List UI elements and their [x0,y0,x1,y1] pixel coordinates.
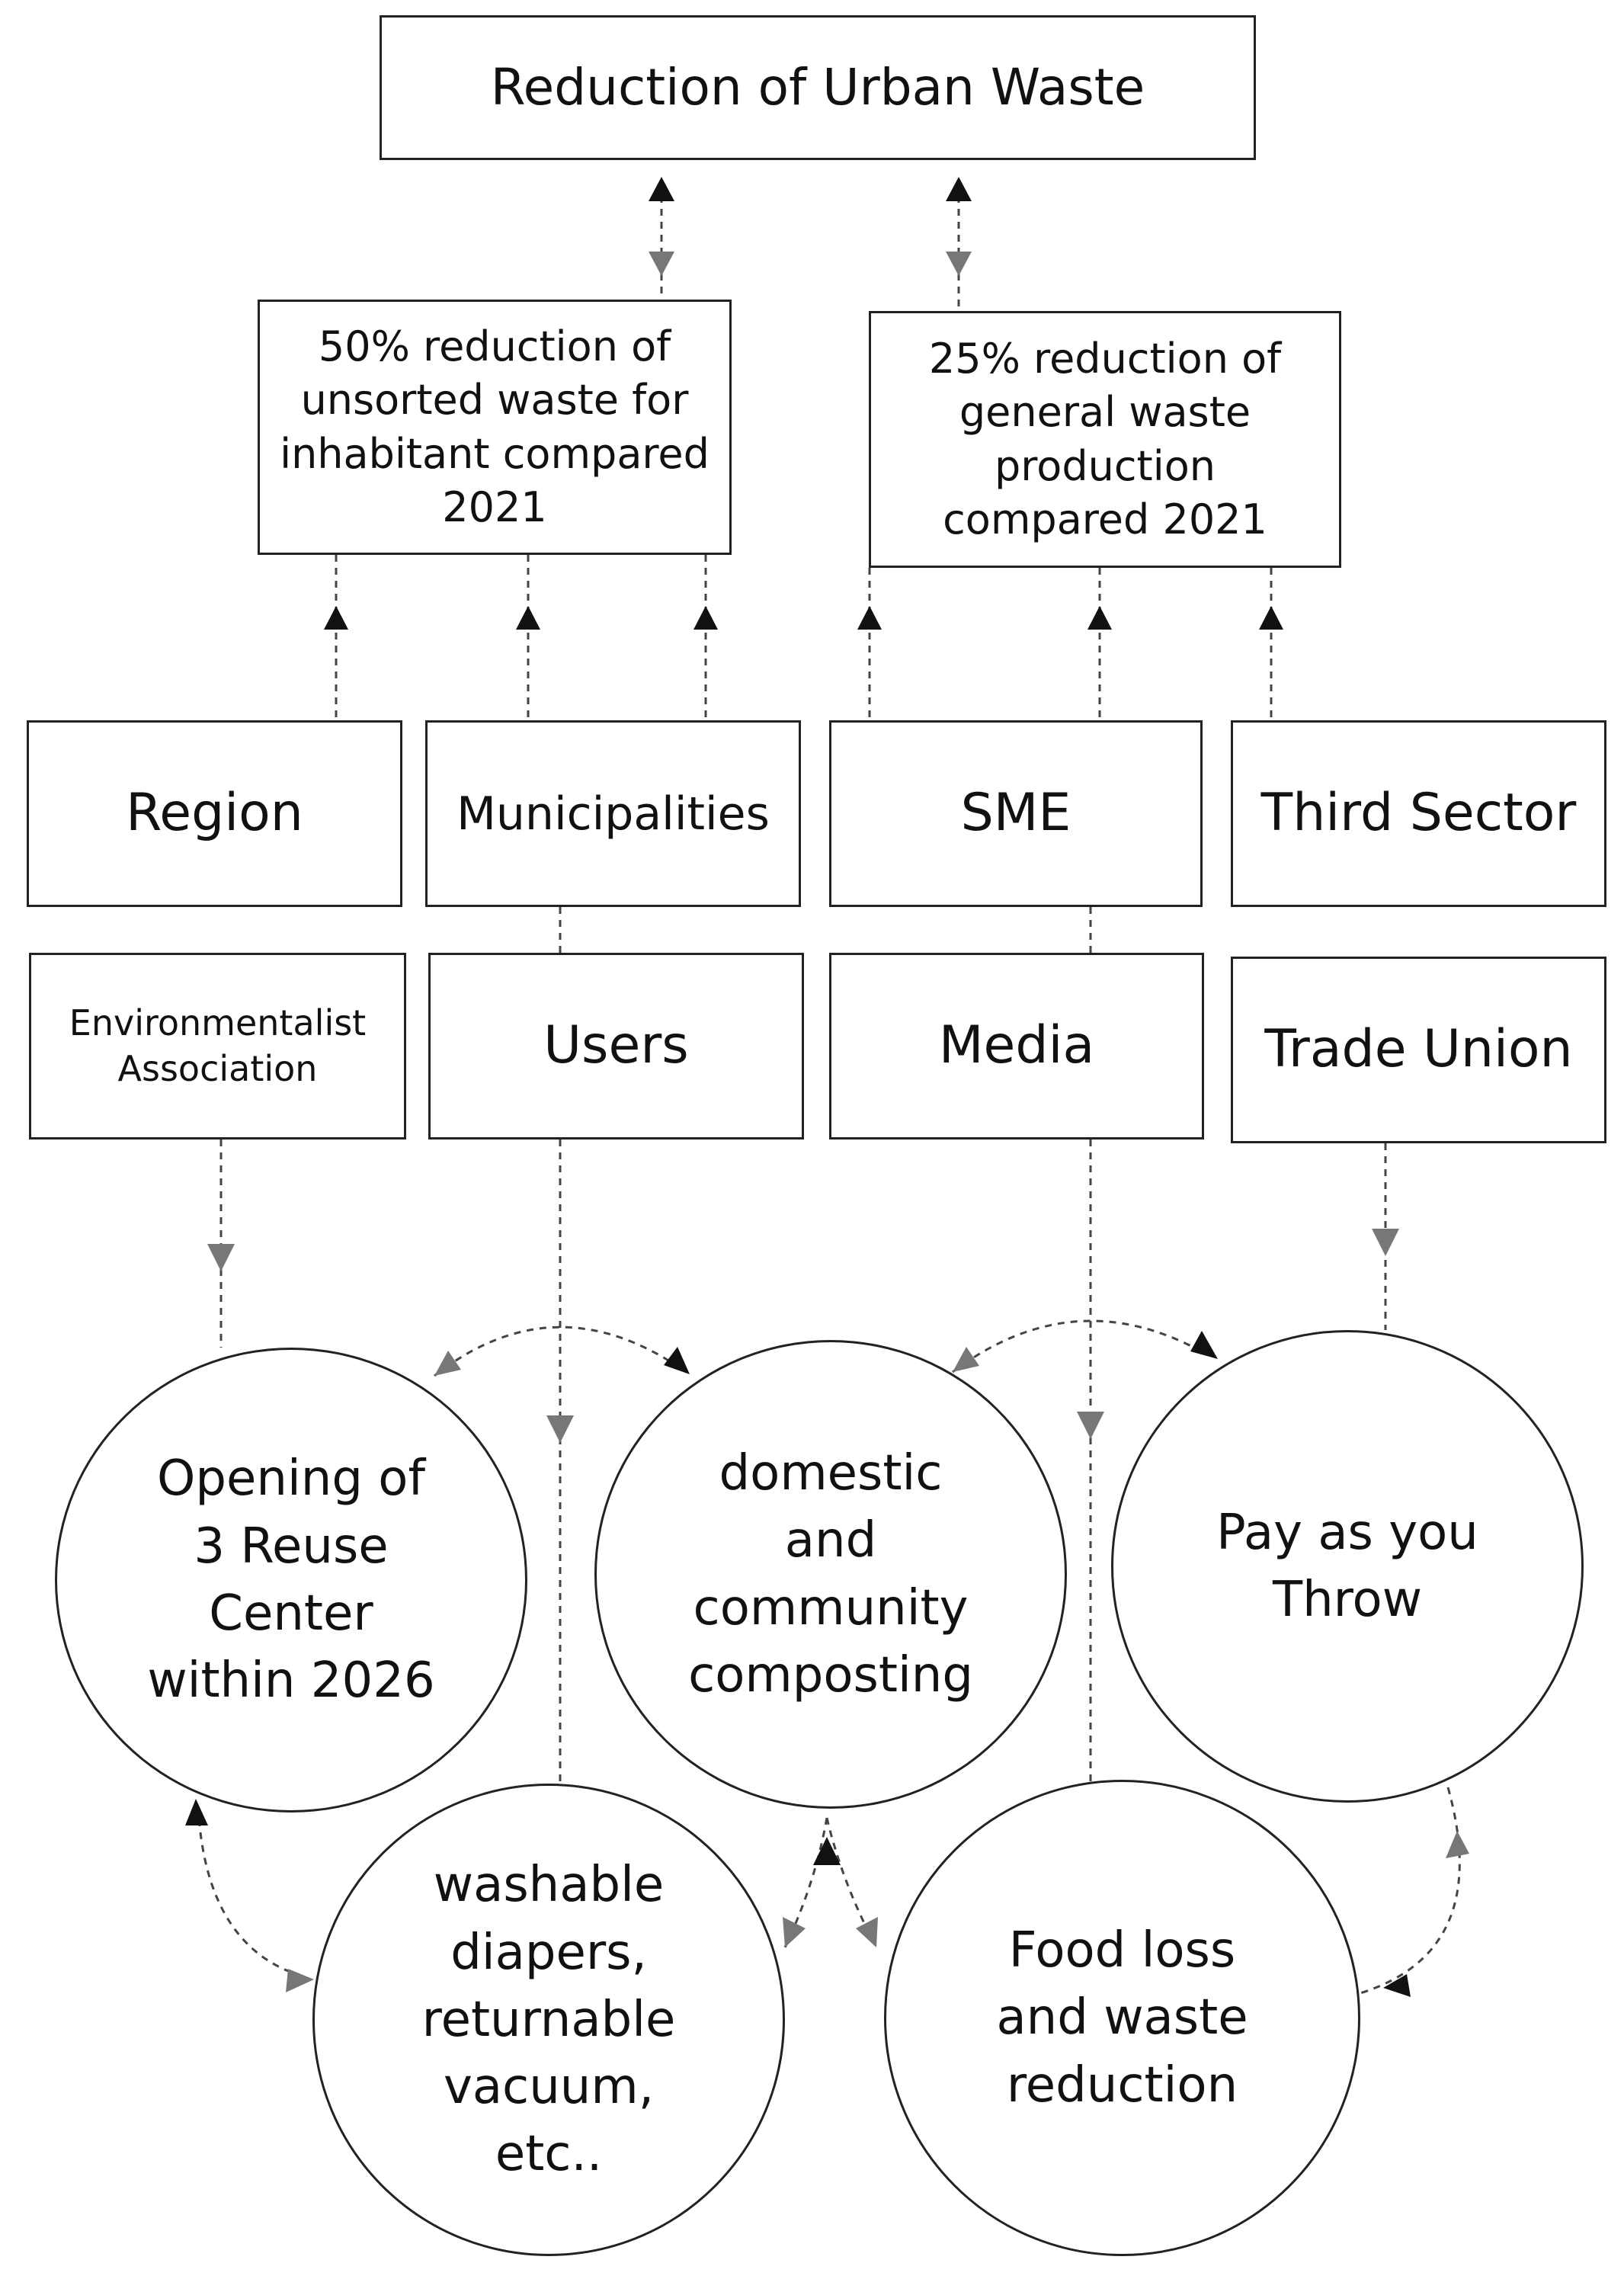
arrow-gray [286,1969,314,1992]
action-label: Pay as you Throw [1216,1504,1478,1628]
actor-label: Region [126,783,303,844]
action-circle-washable-diapers: washable diapers, returnable vacuum, etc… [312,1784,785,2256]
action-circle-food-loss: Food loss and waste reduction [884,1780,1360,2256]
actor-box-third-sector: Third Sector [1231,720,1606,907]
arrow-up-black [946,177,972,201]
actor-label: Users [543,1015,689,1076]
arrow-up-black [1087,606,1112,630]
arrow-down-gray [1372,1229,1399,1256]
arrow-black [664,1347,690,1374]
arrow-up-black [324,606,348,630]
arrow-up-black [1259,606,1283,630]
arrow-up-black [857,606,882,630]
arrowheads [185,177,1469,1997]
arrow-gray [1446,1831,1469,1858]
action-circle-composting: domestic and community composting [594,1340,1067,1809]
arrow-gray [434,1351,461,1376]
actor-box-region: Region [27,720,402,907]
target-box-general-waste: 25% reduction of general waste productio… [869,311,1341,568]
target-label: 50% reduction of unsorted waste for inha… [280,322,709,531]
action-circle-pay-as-you-throw: Pay as you Throw [1111,1330,1584,1803]
goal-box: Reduction of Urban Waste [380,15,1256,160]
arrow-gray [856,1917,878,1947]
actor-label: Media [938,1015,1095,1076]
action-label: domestic and community composting [688,1444,973,1704]
action-circle-reuse-center: Opening of 3 Reuse Center within 2026 [55,1348,527,1813]
target-label: 25% reduction of general waste productio… [928,335,1282,543]
arrow-black [1190,1331,1218,1359]
actor-box-sme: SME [829,720,1203,907]
arrow-black [1383,1974,1411,1997]
actor-box-users: Users [428,953,804,1140]
actor-box-media: Media [829,953,1204,1140]
arrow-up-black [649,177,674,201]
arrow-down-gray [946,252,972,276]
arrow-black [185,1799,208,1825]
arrow-gray [953,1347,979,1372]
actor-label: Environmentalist Association [69,1002,367,1089]
actor-box-trade-union: Trade Union [1231,957,1606,1143]
arrow-down-gray [546,1415,574,1443]
arrow-black [813,1837,841,1865]
actor-label: SME [960,783,1071,844]
actor-label: Municipalities [456,787,770,841]
target-box-unsorted-waste: 50% reduction of unsorted waste for inha… [258,300,732,555]
arrow-down-gray [649,252,674,276]
arrow-gray [783,1917,806,1947]
arrow-down-gray [207,1244,235,1271]
arrow-up-black [516,606,540,630]
action-label: Opening of 3 Reuse Center within 2026 [147,1450,435,1710]
goal-label: Reduction of Urban Waste [490,58,1145,117]
actor-label: Third Sector [1260,783,1577,844]
arrow-up-black [693,606,718,630]
actor-box-environmentalist-association: Environmentalist Association [29,953,406,1140]
actor-box-municipalities: Municipalities [425,720,801,907]
actor-label: Trade Union [1264,1019,1573,1080]
arrow-down-gray [1077,1412,1104,1439]
action-label: washable diapers, returnable vacuum, etc… [421,1857,676,2183]
action-label: Food loss and waste reduction [996,1922,1248,2114]
